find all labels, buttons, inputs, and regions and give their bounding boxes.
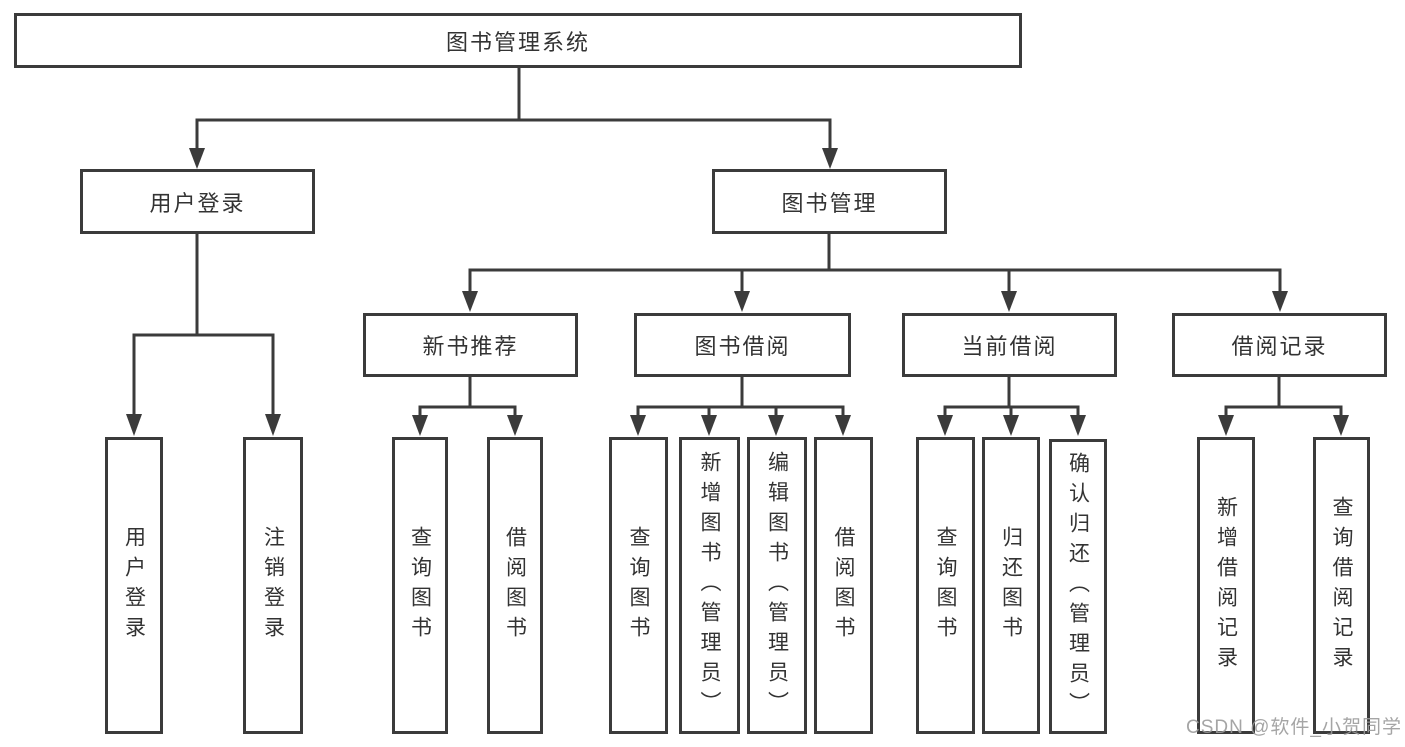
arrow-current-leaf2 xyxy=(1003,415,1019,436)
arrow-records xyxy=(1272,291,1288,312)
arrow-current xyxy=(1001,291,1017,312)
arrow-leaf-login xyxy=(126,414,142,436)
leaf-borrow-books-recommend: 借阅图书 xyxy=(487,437,543,734)
leaf-add-borrow-record: 新增借阅记录 xyxy=(1197,437,1255,734)
node-borrowing-records: 借阅记录 xyxy=(1172,313,1387,377)
leaf-return-books: 归还图书 xyxy=(982,437,1040,734)
node-book-management: 图书管理 xyxy=(712,169,947,234)
watermark: CSDN @软件_小贺同学 xyxy=(1186,717,1402,738)
arrow-borrowing-leaf2 xyxy=(701,415,717,436)
arrow-current-leaf1 xyxy=(937,415,953,436)
arrow-newbooks-leaf1 xyxy=(412,415,428,436)
arrow-user-login xyxy=(189,148,205,169)
node-book-borrowing: 图书借阅 xyxy=(634,313,851,377)
node-new-book-recommend: 新书推荐 xyxy=(363,313,578,377)
arrow-records-leaf1 xyxy=(1218,415,1234,436)
leaf-query-books-borrowing: 查询图书 xyxy=(609,437,668,734)
leaf-query-books-current: 查询图书 xyxy=(916,437,975,734)
leaf-add-books-admin: 新增图书（管理员） xyxy=(679,437,740,734)
arrow-borrowing xyxy=(734,291,750,312)
leaf-confirm-return-admin: 确认归还（管理员） xyxy=(1049,439,1107,734)
leaf-borrow-books-borrowing: 借阅图书 xyxy=(814,437,873,734)
arrow-new-books xyxy=(462,291,478,312)
arrow-borrowing-leaf3 xyxy=(768,415,784,436)
arrow-borrowing-leaf1 xyxy=(630,415,646,436)
leaf-edit-books-admin: 编辑图书（管理员） xyxy=(747,437,807,734)
arrow-leaf-logout xyxy=(265,414,281,436)
node-root: 图书管理系统 xyxy=(14,13,1022,68)
arrow-records-leaf2 xyxy=(1333,415,1349,436)
arrow-borrowing-leaf4 xyxy=(835,415,851,436)
leaf-user-login: 用户登录 xyxy=(105,437,163,734)
arrow-current-leaf3 xyxy=(1070,415,1086,436)
arrow-newbooks-leaf2 xyxy=(507,415,523,436)
node-user-login: 用户登录 xyxy=(80,169,315,234)
leaf-query-books-recommend: 查询图书 xyxy=(392,437,448,734)
arrow-book-management xyxy=(822,148,838,169)
node-current-borrowing: 当前借阅 xyxy=(902,313,1117,377)
leaf-logout: 注销登录 xyxy=(243,437,303,734)
leaf-query-borrow-record: 查询借阅记录 xyxy=(1313,437,1370,734)
